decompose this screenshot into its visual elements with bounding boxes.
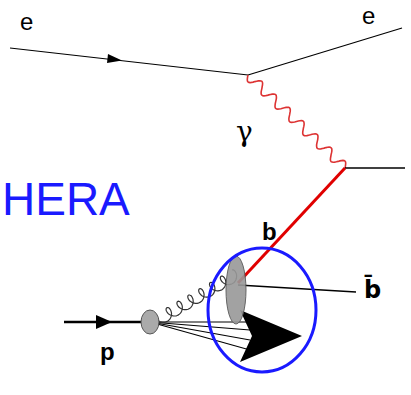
electron-line [10, 48, 248, 75]
quark-line [345, 167, 405, 168]
accelerator-name: HERA [2, 176, 130, 222]
remnant-arrow [240, 310, 302, 362]
photon-line [247, 75, 345, 168]
highlight-ellipse [208, 248, 316, 372]
particle-label: e [362, 4, 375, 28]
pdf-blob [226, 256, 246, 324]
proton-remnant [150, 322, 250, 350]
particle-label: e [20, 10, 33, 34]
particle-label: p [100, 340, 115, 364]
b-quark-line [238, 168, 345, 283]
quark-label: b̄ [364, 278, 381, 302]
antib-quark-line [238, 285, 356, 292]
quark-label: b [262, 220, 277, 244]
electron-arrow [107, 54, 122, 63]
electron-line [248, 28, 402, 75]
proton-arrow [96, 315, 112, 329]
proton-blob [141, 310, 159, 334]
particle-label: γ [236, 118, 253, 146]
gluon-spring [155, 270, 236, 323]
